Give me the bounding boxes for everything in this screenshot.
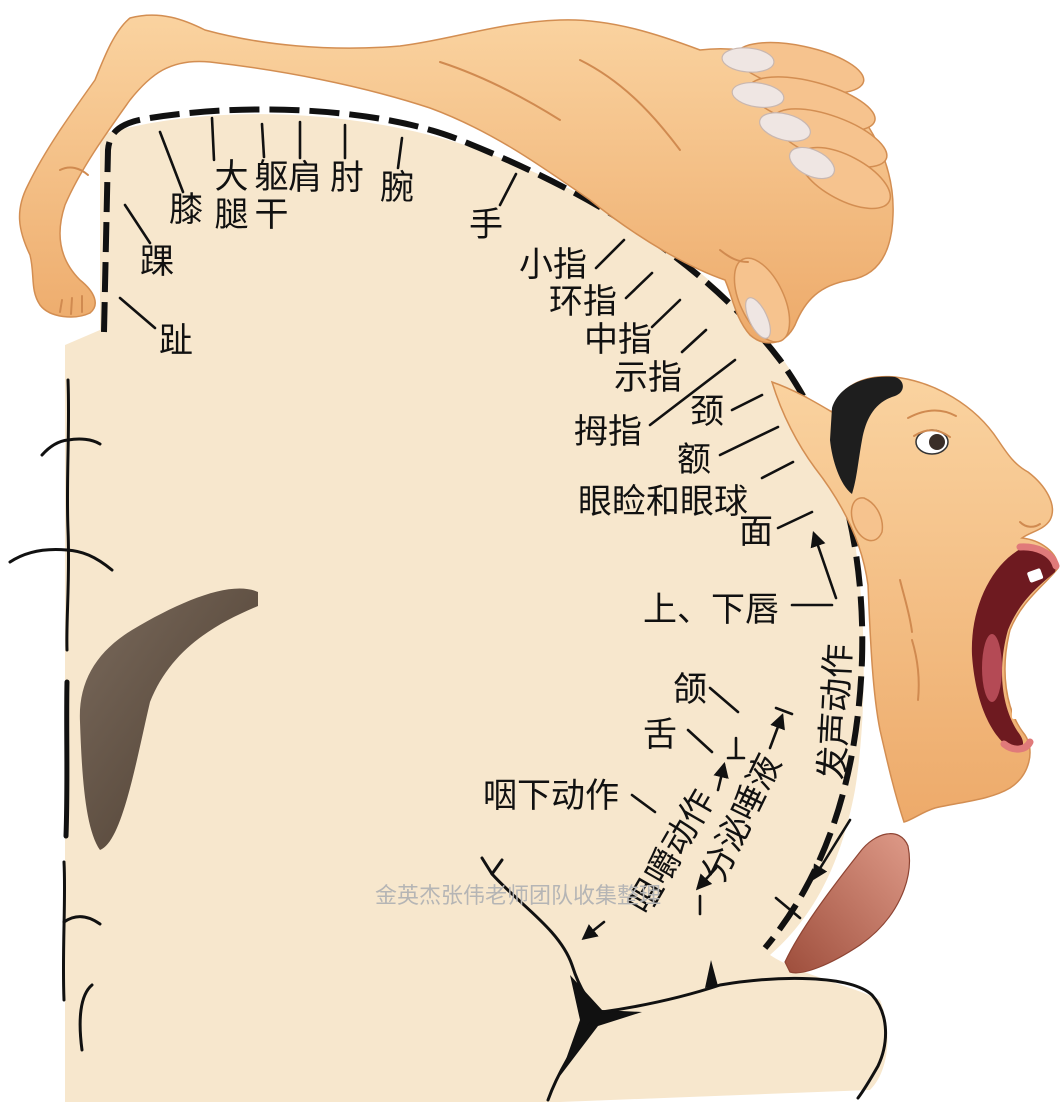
- label-lips: 上、下唇: [643, 593, 779, 627]
- label-shoulder: 肩: [288, 161, 322, 195]
- left-cortex-edge-lower: [63, 862, 64, 1000]
- label-knee: 膝: [169, 193, 203, 227]
- label-tongue: 舌: [643, 718, 677, 752]
- label-ring-finger: 环指: [549, 285, 617, 319]
- eye-iris: [929, 434, 945, 450]
- label-jaw: 颌: [673, 673, 707, 707]
- label-ankle: 踝: [140, 245, 174, 279]
- label-hand: 手: [469, 208, 503, 242]
- label-swallowing: 咽下动作: [483, 779, 619, 813]
- label-trunk: 躯干: [251, 158, 285, 234]
- label-vocalization: 发声动作: [815, 643, 856, 781]
- label-face: 面: [739, 515, 773, 549]
- lower-tooth-1: [1010, 690, 1021, 703]
- label-little-finger: 小指: [519, 248, 587, 282]
- label-thumb: 拇指: [574, 415, 642, 449]
- watermark-text: 金英杰张伟老师团队收集整理: [375, 878, 661, 910]
- label-index-finger: 示指: [614, 361, 682, 395]
- label-wrist: 腕: [380, 171, 414, 205]
- label-brow: 额: [677, 443, 711, 477]
- label-neck: 颈: [690, 395, 724, 429]
- left-cortex-edge-upper: [67, 380, 69, 650]
- label-elbow: 肘: [330, 161, 364, 195]
- label-eyelid-eyeball: 眼睑和眼球: [578, 485, 748, 519]
- left-cortex-edge-middle: [66, 682, 67, 836]
- label-toes: 趾: [159, 324, 193, 358]
- label-thigh: 大腿: [211, 158, 245, 234]
- mouth-tongue: [982, 634, 1002, 702]
- label-middle-finger: 中指: [584, 323, 652, 357]
- lower-tooth-2: [1012, 706, 1023, 719]
